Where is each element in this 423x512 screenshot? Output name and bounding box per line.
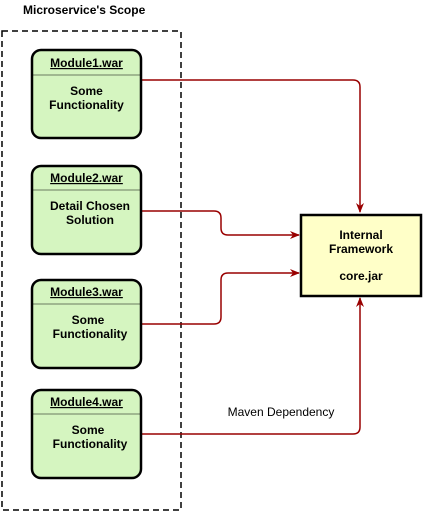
arrow-module1-to-framework bbox=[142, 79, 364, 213]
framework-line: core.jar bbox=[339, 269, 383, 283]
framework-box bbox=[299, 213, 423, 298]
module-card: Module3.war Some Functionality bbox=[30, 278, 143, 370]
module-name: Module3.war bbox=[50, 285, 123, 299]
module-card: Module2.war Detail Chosen Solution bbox=[30, 164, 143, 256]
module-box bbox=[30, 48, 143, 140]
arrow-module4-to-framework bbox=[142, 297, 364, 435]
module-card: Module4.war Some Functionality bbox=[30, 388, 143, 480]
module-body-line: Some bbox=[72, 313, 105, 327]
framework-line: Internal bbox=[339, 228, 382, 242]
module-box bbox=[30, 164, 143, 256]
module-body-line: Functionality bbox=[53, 327, 128, 341]
module-body-line: Functionality bbox=[53, 437, 128, 451]
module-box bbox=[30, 388, 143, 480]
module-body-line: Functionality bbox=[49, 98, 124, 112]
module-card: Module1.war Some Functionality bbox=[30, 48, 143, 140]
module-body-line: Some bbox=[70, 84, 103, 98]
dependency-arrows bbox=[142, 79, 364, 435]
module-name: Module1.war bbox=[50, 56, 123, 70]
module-body-line: Detail Chosen bbox=[50, 199, 130, 213]
edge-label-maven-dependency: Maven Dependency bbox=[228, 405, 335, 419]
module-box bbox=[30, 278, 143, 370]
framework-card: Internal Framework core.jar bbox=[299, 213, 423, 298]
module-body-line: Solution bbox=[66, 213, 114, 227]
scope-title: Microservice's Scope bbox=[23, 3, 146, 17]
arrow-module2-to-framework bbox=[142, 210, 300, 239]
arrow-module3-to-framework bbox=[142, 269, 300, 325]
module-body-line: Some bbox=[72, 423, 105, 437]
module-name: Module4.war bbox=[50, 395, 123, 409]
module-name: Module2.war bbox=[50, 171, 123, 185]
framework-line: Framework bbox=[329, 242, 393, 256]
